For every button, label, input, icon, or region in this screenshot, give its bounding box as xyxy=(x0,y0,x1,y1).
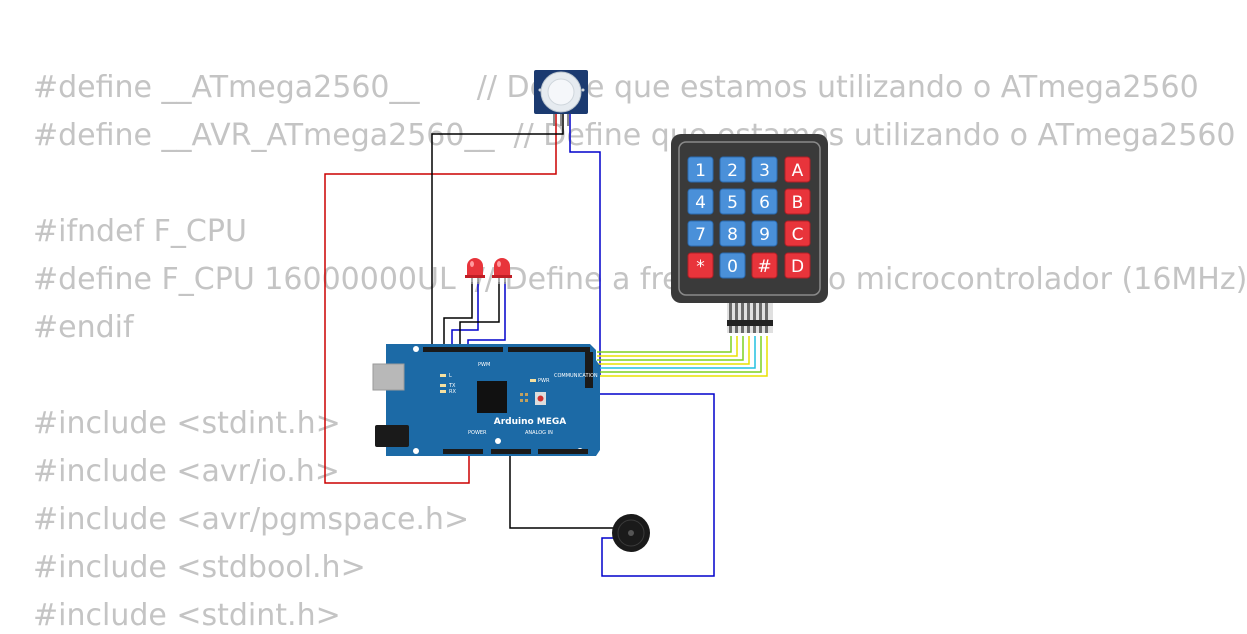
code-line: #include <stdbool.h> xyxy=(33,550,366,585)
svg-text:9: 9 xyxy=(759,225,770,245)
svg-text:2: 2 xyxy=(727,161,738,181)
code-line: #include <stdint.h> xyxy=(33,598,341,633)
svg-text:A: A xyxy=(792,161,804,181)
key-2[interactable]: 2 xyxy=(719,156,746,183)
communication-label: COMMUNICATION xyxy=(554,373,598,379)
svg-text:3: 3 xyxy=(759,161,770,181)
key-3[interactable]: 3 xyxy=(751,156,778,183)
svg-text:0: 0 xyxy=(727,257,738,277)
key-0[interactable]: 0 xyxy=(719,252,746,279)
key-c[interactable]: C xyxy=(784,220,811,247)
led-rx-label: RX xyxy=(449,389,456,395)
led-l-label: L xyxy=(449,373,452,379)
svg-text:B: B xyxy=(792,193,804,213)
svg-text:1: 1 xyxy=(695,161,706,181)
code-line: #include <avr/pgmspace.h> xyxy=(33,502,470,537)
key-hash[interactable]: # xyxy=(751,252,778,279)
key-d[interactable]: D xyxy=(784,252,811,279)
wire-led1-signal[interactable] xyxy=(451,282,479,348)
arduino-mega-board[interactable]: Arduino MEGA PWM COMMUNICATION POWER ANA… xyxy=(372,344,600,456)
led-2[interactable] xyxy=(492,258,512,284)
power-jack[interactable] xyxy=(375,425,409,447)
key-b[interactable]: B xyxy=(784,188,811,215)
wire-pir-vcc[interactable] xyxy=(324,114,557,484)
svg-text:D: D xyxy=(791,257,804,277)
pir-sensor[interactable] xyxy=(534,70,588,126)
code-line: #include <avr/io.h> xyxy=(33,454,340,489)
wires xyxy=(324,114,768,577)
circuit-diagram: 1 2 3 A 4 5 6 B 7 8 9 C * 0 # D xyxy=(324,70,828,577)
wire-buzzer-signal[interactable] xyxy=(596,393,715,577)
key-7[interactable]: 7 xyxy=(687,220,714,247)
microcontroller-chip xyxy=(477,381,507,413)
svg-text:6: 6 xyxy=(759,193,770,213)
keypad[interactable]: 1 2 3 A 4 5 6 B 7 8 9 C * 0 # D xyxy=(671,134,828,333)
analog-label: ANALOG IN xyxy=(525,430,553,436)
led-tx-label: TX xyxy=(448,383,456,389)
code-line: #endif xyxy=(33,310,134,345)
code-line: #define __ATmega2560__ // Define que est… xyxy=(33,70,1199,105)
svg-text:8: 8 xyxy=(727,225,738,245)
svg-text:4: 4 xyxy=(695,193,706,213)
key-star[interactable]: * xyxy=(687,252,714,279)
svg-text:7: 7 xyxy=(695,225,706,245)
usb-port[interactable] xyxy=(372,363,405,391)
led-1[interactable] xyxy=(465,258,485,284)
pwm-label: PWM xyxy=(478,362,490,368)
wire-pir-signal[interactable] xyxy=(569,114,601,375)
key-8[interactable]: 8 xyxy=(719,220,746,247)
key-1[interactable]: 1 xyxy=(687,156,714,183)
svg-text:5: 5 xyxy=(727,193,738,213)
key-6[interactable]: 6 xyxy=(751,188,778,215)
power-label: POWER xyxy=(468,430,487,436)
key-4[interactable]: 4 xyxy=(687,188,714,215)
buzzer[interactable] xyxy=(612,514,650,552)
code-line: #include <stdint.h> xyxy=(33,406,341,441)
svg-text:*: * xyxy=(696,257,705,277)
keypad-ribbon-wires xyxy=(597,336,768,377)
wire-led1-gnd[interactable] xyxy=(443,282,473,348)
code-line: #ifndef F_CPU xyxy=(33,214,247,249)
key-a[interactable]: A xyxy=(784,156,811,183)
led-on-label: PWR xyxy=(538,378,550,384)
key-5[interactable]: 5 xyxy=(719,188,746,215)
svg-text:#: # xyxy=(757,257,771,277)
wire-led2-gnd[interactable] xyxy=(459,282,500,348)
svg-text:C: C xyxy=(792,225,804,245)
board-name: Arduino MEGA xyxy=(494,417,567,427)
key-9[interactable]: 9 xyxy=(751,220,778,247)
wire-pir-gnd[interactable] xyxy=(431,114,564,348)
